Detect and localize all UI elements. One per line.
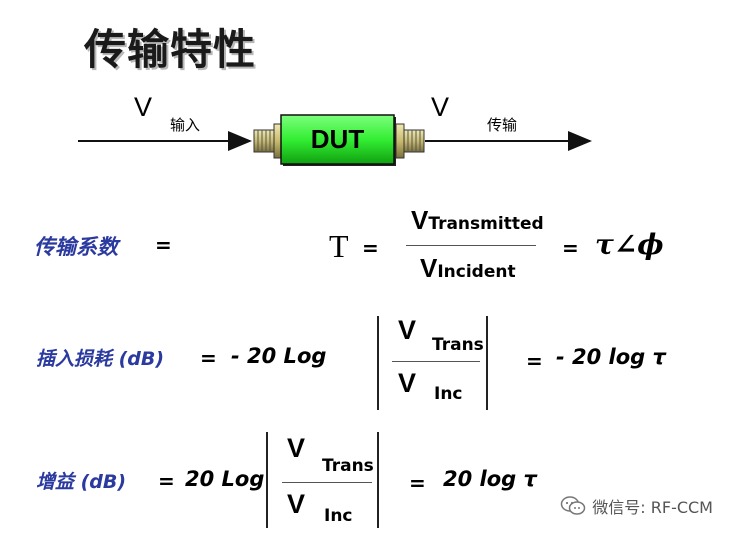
row3-abs-bar-right xyxy=(377,432,379,528)
row3-abs-bar-left xyxy=(266,432,268,528)
row2-equals-2: = xyxy=(526,349,543,373)
gain-label: 增益 (dB) xyxy=(36,471,127,493)
row3-result: 20 log τ xyxy=(443,467,537,491)
dut-box xyxy=(280,114,395,165)
watermark-text: 微信号: RF-CCM xyxy=(592,498,713,517)
dut-diagram xyxy=(78,114,592,166)
row1-num-sub: Transmitted xyxy=(428,214,544,234)
row1-fraction-line xyxy=(406,245,536,246)
row3-equals: = xyxy=(158,469,175,493)
row1-numerator: VTransmitted xyxy=(411,205,544,236)
row1-den-sub: Incident xyxy=(437,262,516,282)
row2-equals: = xyxy=(200,346,217,370)
row1-equals-2: = xyxy=(362,236,379,260)
output-label: 传输 xyxy=(487,116,518,134)
row2-abs-bar-left xyxy=(377,316,379,410)
row2-fraction-line xyxy=(392,361,480,362)
row3-den-v: V xyxy=(287,489,306,519)
row1-equals: = xyxy=(155,233,172,257)
row1-den-v: V xyxy=(420,253,438,283)
transmission-coefficient-label: 传输系数 xyxy=(34,235,118,259)
dut-label: DUT xyxy=(310,124,365,154)
row3-num-v: V xyxy=(287,433,306,463)
row2-den-sub: Inc xyxy=(434,384,463,404)
right-connector xyxy=(395,123,425,159)
row1-num-v: V xyxy=(411,205,429,235)
wechat-icon xyxy=(561,496,586,515)
row2-num-v: V xyxy=(398,315,417,345)
row2-den-v: V xyxy=(398,368,417,398)
v-output: V xyxy=(431,92,450,122)
tau-angle-phi: τ∠ϕ xyxy=(595,228,664,261)
watermark: 微信号: RF-CCM xyxy=(560,494,713,518)
row2-num-sub: Trans xyxy=(432,335,484,355)
row3-fraction-line xyxy=(282,482,372,483)
row3-expression: 20 Log xyxy=(185,467,265,491)
row3-den-sub: Inc xyxy=(324,506,353,526)
input-label: 输入 xyxy=(170,116,201,134)
T-symbol: T xyxy=(329,228,349,264)
row2-result: - 20 log τ xyxy=(556,345,666,369)
row1-denominator: VIncident xyxy=(420,253,516,284)
page-title: 传输特性 xyxy=(84,25,257,74)
v-input: V xyxy=(134,92,153,122)
row3-num-sub: Trans xyxy=(322,456,374,476)
row2-abs-bar-right xyxy=(486,316,488,410)
row3-equals-2: = xyxy=(409,471,426,495)
insertion-loss-label: 插入损耗 (dB) xyxy=(36,348,165,370)
row2-expression: - 20 Log xyxy=(231,344,327,368)
left-connector xyxy=(253,123,283,159)
row1-equals-3: = xyxy=(562,236,579,260)
